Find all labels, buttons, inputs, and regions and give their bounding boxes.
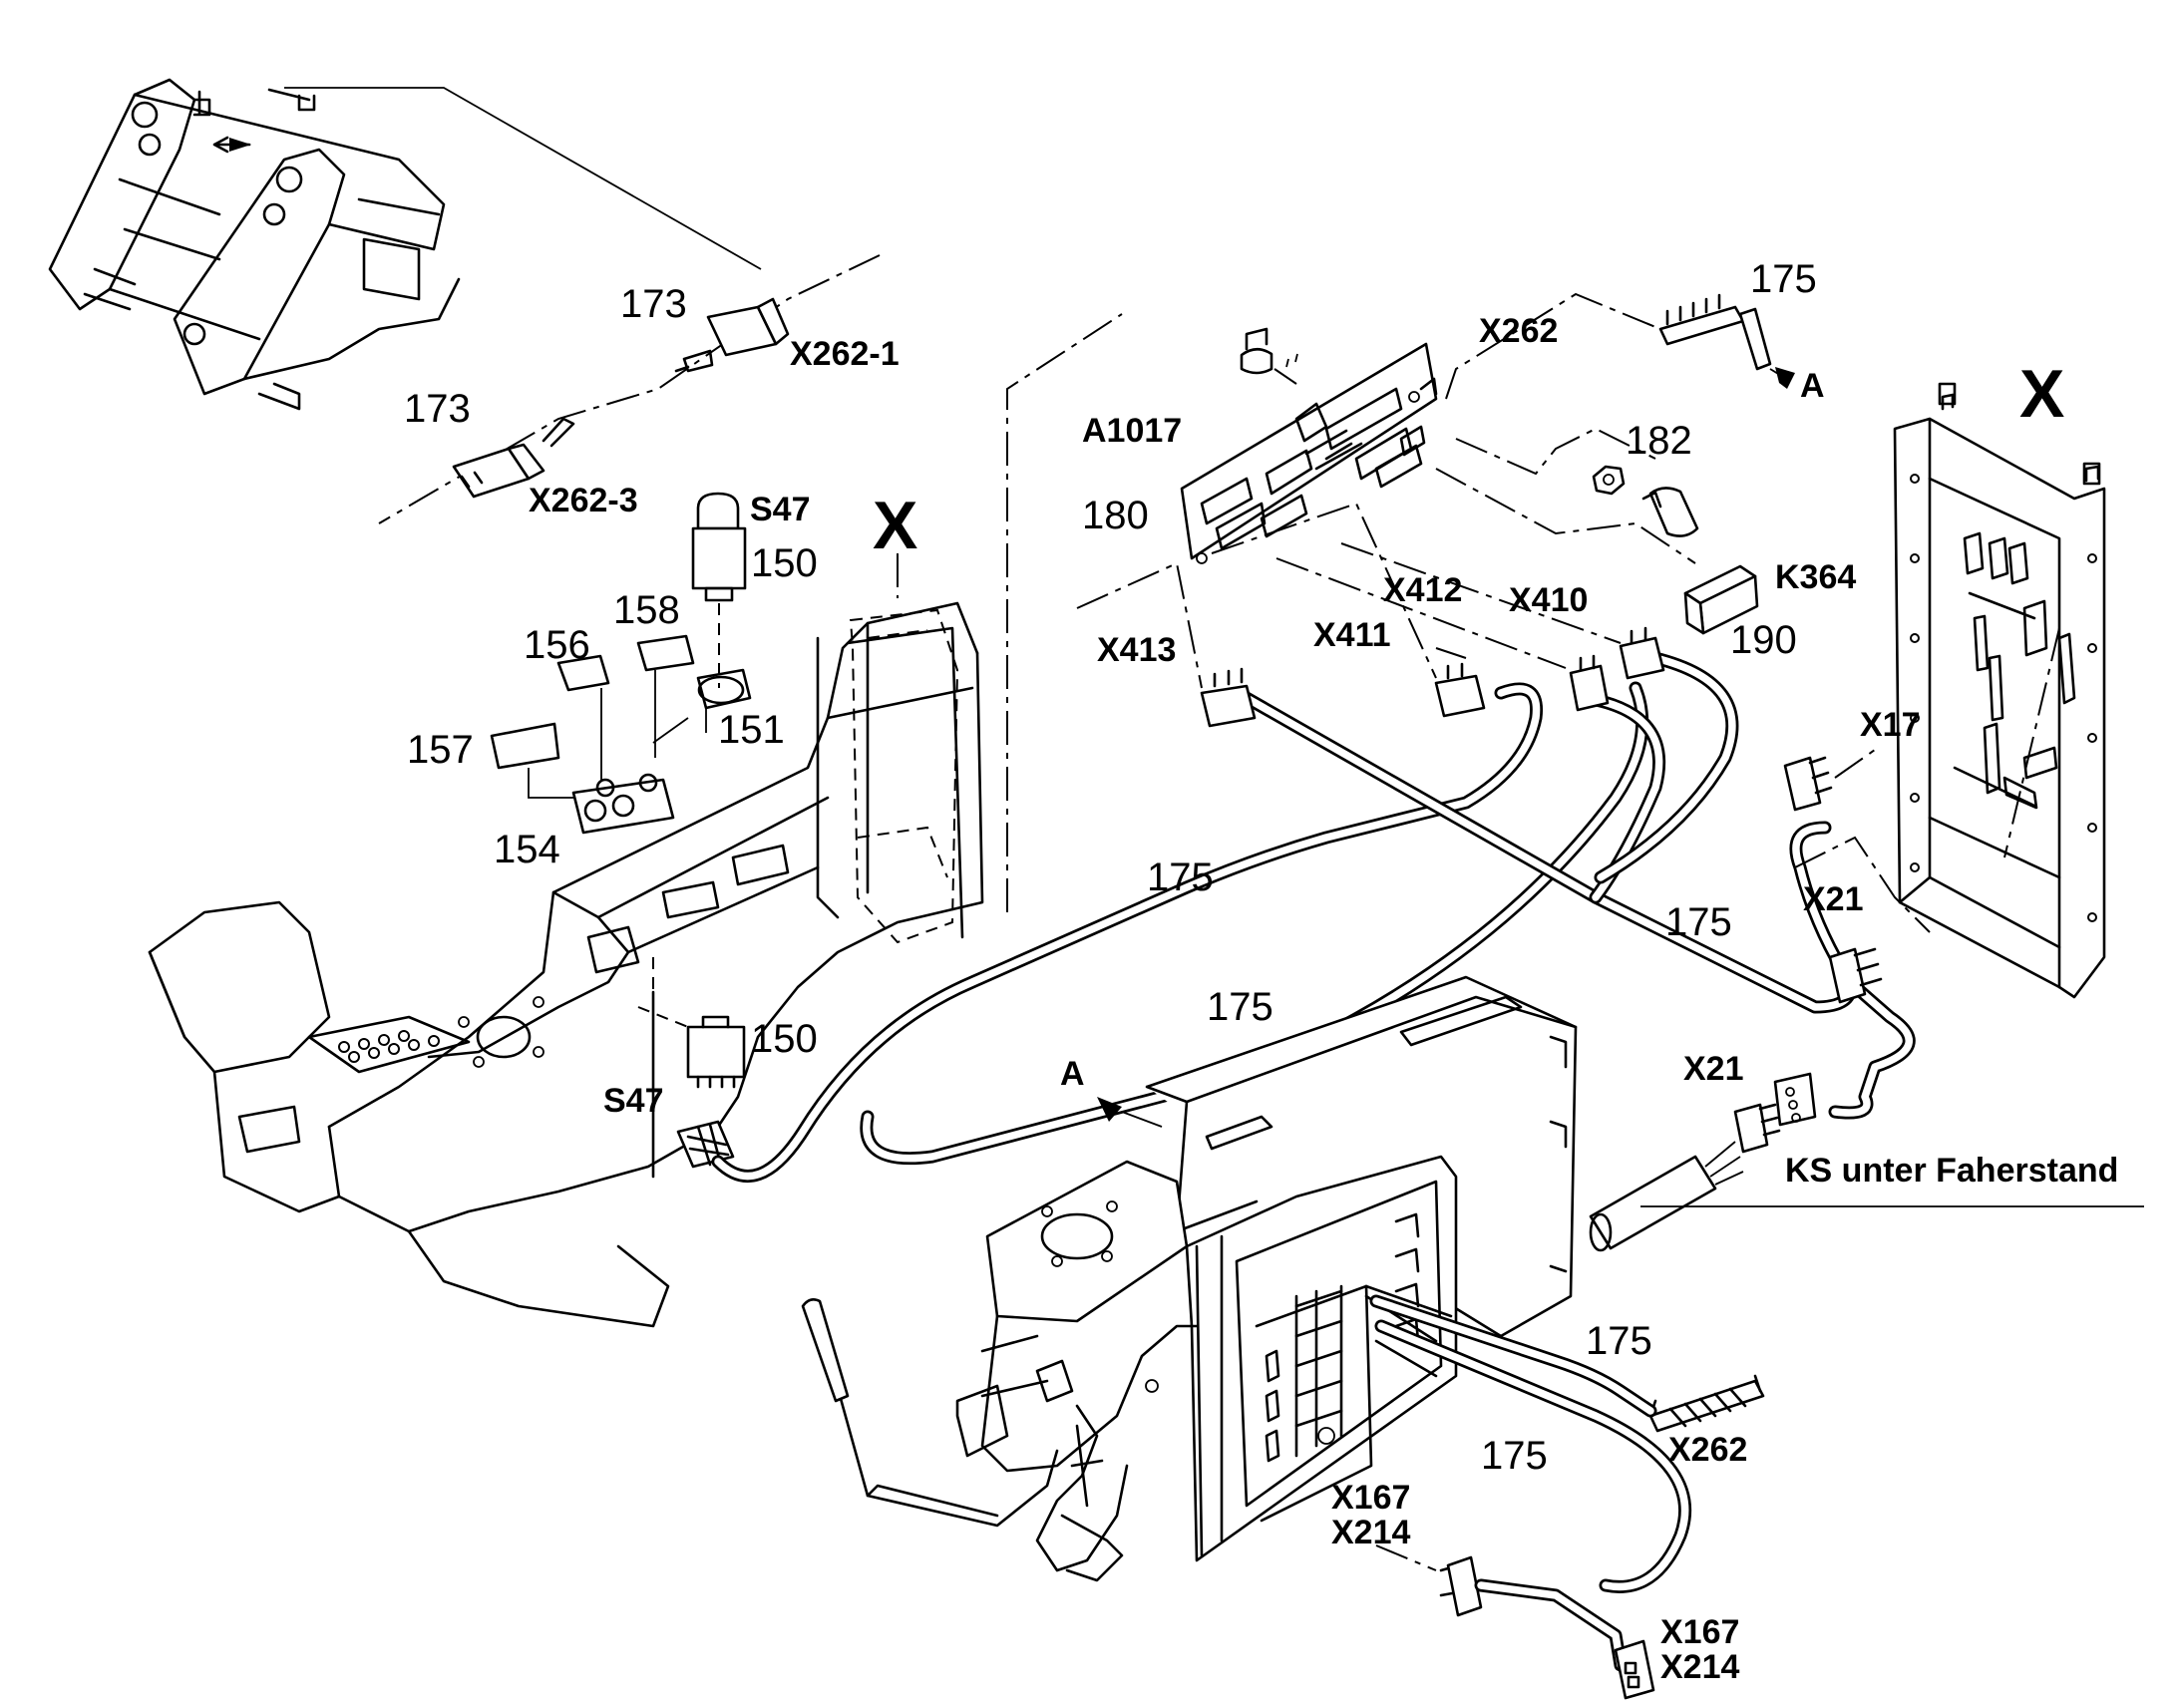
connector-x262-3 [452,417,575,499]
label-a-top: A [1800,367,1825,405]
label-x21-lower: X21 [1683,1050,1744,1088]
label-ks-note: KS unter Faherstand [1785,1152,2118,1190]
label-x412: X412 [1383,571,1462,609]
label-k364: K364 [1775,558,1856,596]
electrical-panel-x [1893,382,2106,999]
label-158: 158 [613,588,680,632]
label-x410: X410 [1509,581,1588,619]
machine-frame [48,78,461,411]
label-154: 154 [494,828,560,871]
relay-k364 [1683,564,1759,635]
label-175-c: 175 [1586,1319,1652,1363]
label-x-left: X [873,488,917,563]
operator-console [148,313,1123,1328]
connector-x262-bottom [1369,1294,1765,1593]
connector-x410 [1619,626,1665,680]
label-175-b: 175 [1207,985,1273,1029]
label-156: 156 [524,623,590,667]
switch-s47-top [691,492,747,688]
label-173-lower: 173 [404,387,471,431]
label-175-right: 175 [1665,900,1732,944]
label-182: 182 [1626,419,1692,463]
label-151: 151 [718,708,785,752]
connector-x167-x214-lower [1614,1639,1655,1700]
hardware-182 [1592,465,1699,537]
label-x413: X413 [1097,631,1176,669]
label-175-d: 175 [1481,1434,1548,1478]
label-x262-bottom: X262 [1668,1431,1747,1469]
label-190: 190 [1730,618,1797,662]
label-a-left: A [1060,1055,1085,1093]
label-x214-lower: X214 [1660,1648,1739,1686]
connector-x262-top [1435,292,1795,564]
label-s47-bottom: S47 [603,1082,664,1120]
label-a1017: A1017 [1082,412,1182,450]
connector-x411 [1434,662,1486,718]
label-x214-upper: X214 [1331,1514,1410,1551]
label-x262-top: X262 [1479,312,1558,350]
switch-s47-bottom [637,957,746,1169]
connector-x167-x214-upper [1375,1544,1628,1672]
label-x262-1: X262-1 [790,335,900,373]
label-175-a: 175 [1147,855,1214,899]
label-x21-upper: X21 [1803,880,1864,918]
connector-x262-1 [378,254,881,524]
connector-x21-upper [1794,836,1931,1004]
label-180: 180 [1082,494,1149,537]
label-x-right: X [2019,356,2064,432]
cable-stub-ks [1589,1141,2144,1252]
label-s47-top: S47 [750,491,811,528]
label-175-top: 175 [1750,257,1817,301]
label-x167-lower: X167 [1660,1613,1739,1651]
label-157: 157 [407,728,474,772]
label-173-upper: 173 [620,282,687,326]
panel-parts [490,634,752,835]
label-x262-3: X262-3 [529,482,638,519]
circuit-board-a1017 [1180,327,1438,564]
label-x411: X411 [1313,616,1391,654]
control-cabinet [801,975,1578,1582]
label-x167-upper: X167 [1331,1479,1410,1517]
label-150-bottom: 150 [751,1017,818,1061]
labels: 173 X262-1 173 X262-3 S47 150 X 158 156 … [404,257,2118,1686]
connector-x21-lower [1733,1072,1817,1154]
connector-x413 [1200,667,1257,728]
connector-x17 [1783,749,1876,812]
label-150-top: 150 [751,541,818,585]
label-x17: X17 [1860,706,1921,744]
connector-x412 [1569,654,1610,712]
